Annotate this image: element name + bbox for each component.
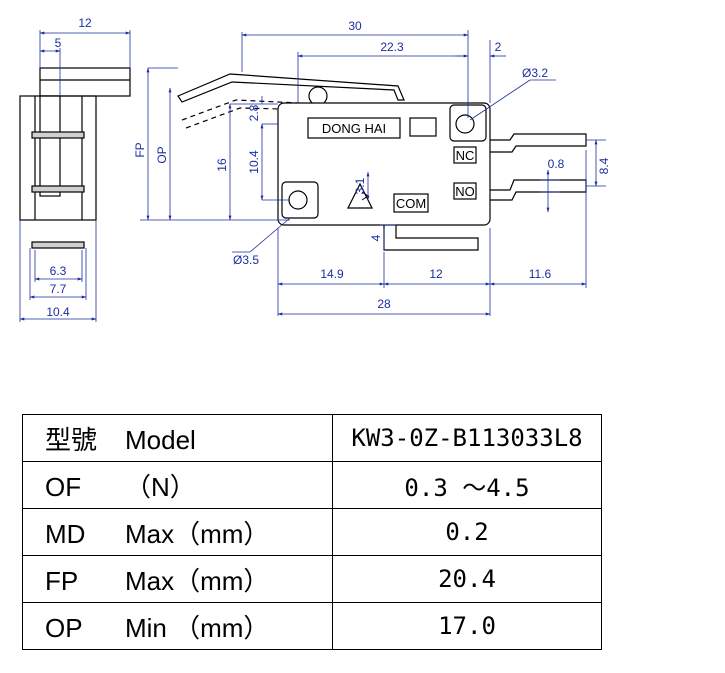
dim-3-1: 3.1 <box>353 177 367 194</box>
mount-hole-right <box>455 114 475 134</box>
spec-value-op: 17.0 <box>332 602 602 650</box>
terminal-com <box>383 225 479 251</box>
spec-key: FP <box>45 565 79 596</box>
terminal-label-com: COM <box>396 196 426 211</box>
side-dim-10-4: 10.4 <box>46 305 70 319</box>
cert-mark-icon <box>347 182 373 209</box>
spec-row-of: OF （N） 0.3 ～4.5 <box>22 461 602 509</box>
dim-10-4: 10.4 <box>247 150 261 174</box>
spec-label: Max（mm） <box>125 565 270 596</box>
dim-op: OP <box>155 146 169 163</box>
lever-roller-pivot <box>308 86 328 106</box>
spec-value-model: KW3-0Z-B113033L8 <box>332 414 602 462</box>
dim-hole-left: Ø3.5 <box>233 253 259 267</box>
dim-11-6: 11.6 <box>529 267 552 281</box>
brand-label: DONG HAI <box>322 121 386 136</box>
terminal-label-no: NO <box>455 184 475 199</box>
dim-4: 4 <box>369 234 383 241</box>
dim-22-3: 22.3 <box>380 40 404 54</box>
side-dim-7-7: 7.7 <box>50 282 67 296</box>
spec-key: MD <box>45 518 86 549</box>
actuator-lever <box>177 73 405 103</box>
brand-label-box <box>307 117 401 139</box>
spec-label: Max（mm） <box>125 518 270 549</box>
dim-2-8: 2.8 <box>247 104 261 121</box>
technical-drawing: 12 5 6.3 7.7 10.4 <box>19 16 611 322</box>
dim-fp: FP <box>133 142 147 157</box>
spec-row-fp: FP Max（mm） 20.4 <box>22 555 602 603</box>
actuator-lever-side <box>39 67 131 97</box>
spec-row-model: 型號 Model KW3-0Z-B113033L8 <box>22 414 602 462</box>
dim-8-4: 8.4 <box>597 157 611 174</box>
dim-2: 2 <box>495 40 502 54</box>
terminal-nc <box>490 133 587 153</box>
dim-30: 30 <box>348 19 362 33</box>
side-dim-6-3: 6.3 <box>50 264 67 278</box>
spec-row-op: OP Min （mm） 17.0 <box>22 602 602 650</box>
side-dim-width-12: 12 <box>78 16 92 30</box>
front-view <box>177 73 587 251</box>
spec-value-fp: 20.4 <box>332 555 602 603</box>
spec-label: Model <box>125 424 196 455</box>
spec-label: Min （mm） <box>125 612 270 643</box>
dim-14-9: 14.9 <box>320 267 344 281</box>
spec-key: 型號 <box>45 424 98 455</box>
lever-mount <box>39 95 61 197</box>
spec-label: （N） <box>125 471 196 502</box>
dim-12: 12 <box>429 267 443 281</box>
side-housing <box>19 95 97 221</box>
spec-row-md: MD Max（mm） 0.2 <box>22 508 602 556</box>
dim-0-8: 0.8 <box>548 157 565 171</box>
spec-key: OF <box>45 471 82 502</box>
terminal-label-nc: NC <box>456 148 475 163</box>
dim-16: 16 <box>215 158 229 172</box>
side-dim-5: 5 <box>55 36 62 50</box>
spec-value-md: 0.2 <box>332 508 602 556</box>
terminal-no <box>490 179 587 201</box>
spec-value-of: 0.3 ～4.5 <box>332 461 602 509</box>
dim-28: 28 <box>377 297 391 311</box>
spec-key: OP <box>45 612 83 643</box>
side-view <box>19 67 131 249</box>
dim-hole-right: Ø3.2 <box>522 66 548 80</box>
